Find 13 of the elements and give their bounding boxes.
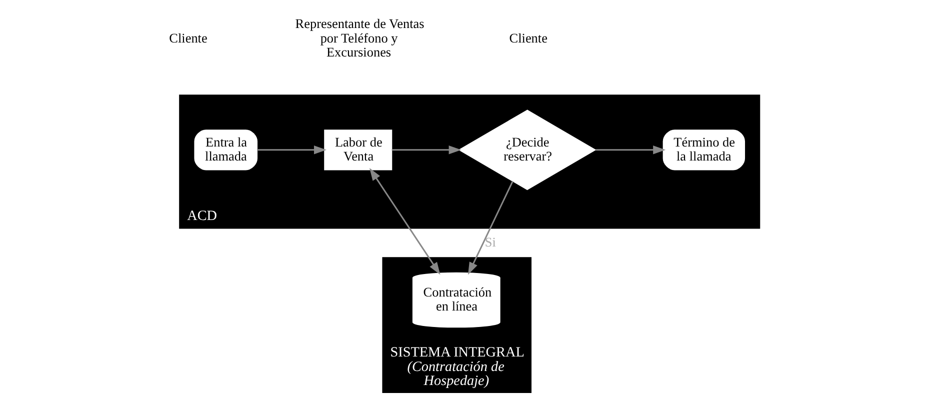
node-box: Término de la llamada bbox=[662, 130, 746, 170]
edge-label: Si bbox=[484, 234, 496, 250]
node-box: Entra la llamada bbox=[194, 130, 258, 170]
label: Cliente bbox=[169, 30, 208, 46]
arrow bbox=[596, 146, 666, 154]
arrow bbox=[257, 146, 326, 154]
node-diamond: ¿Decide reservar? bbox=[458, 110, 596, 190]
arrow bbox=[370, 168, 440, 275]
node-box: Labor de Venta bbox=[324, 130, 392, 170]
label: Cliente bbox=[509, 30, 548, 46]
label: Representante de Ventas por Teléfono y Excursiones bbox=[295, 16, 424, 60]
arrow bbox=[468, 180, 514, 275]
arrow bbox=[392, 146, 462, 154]
